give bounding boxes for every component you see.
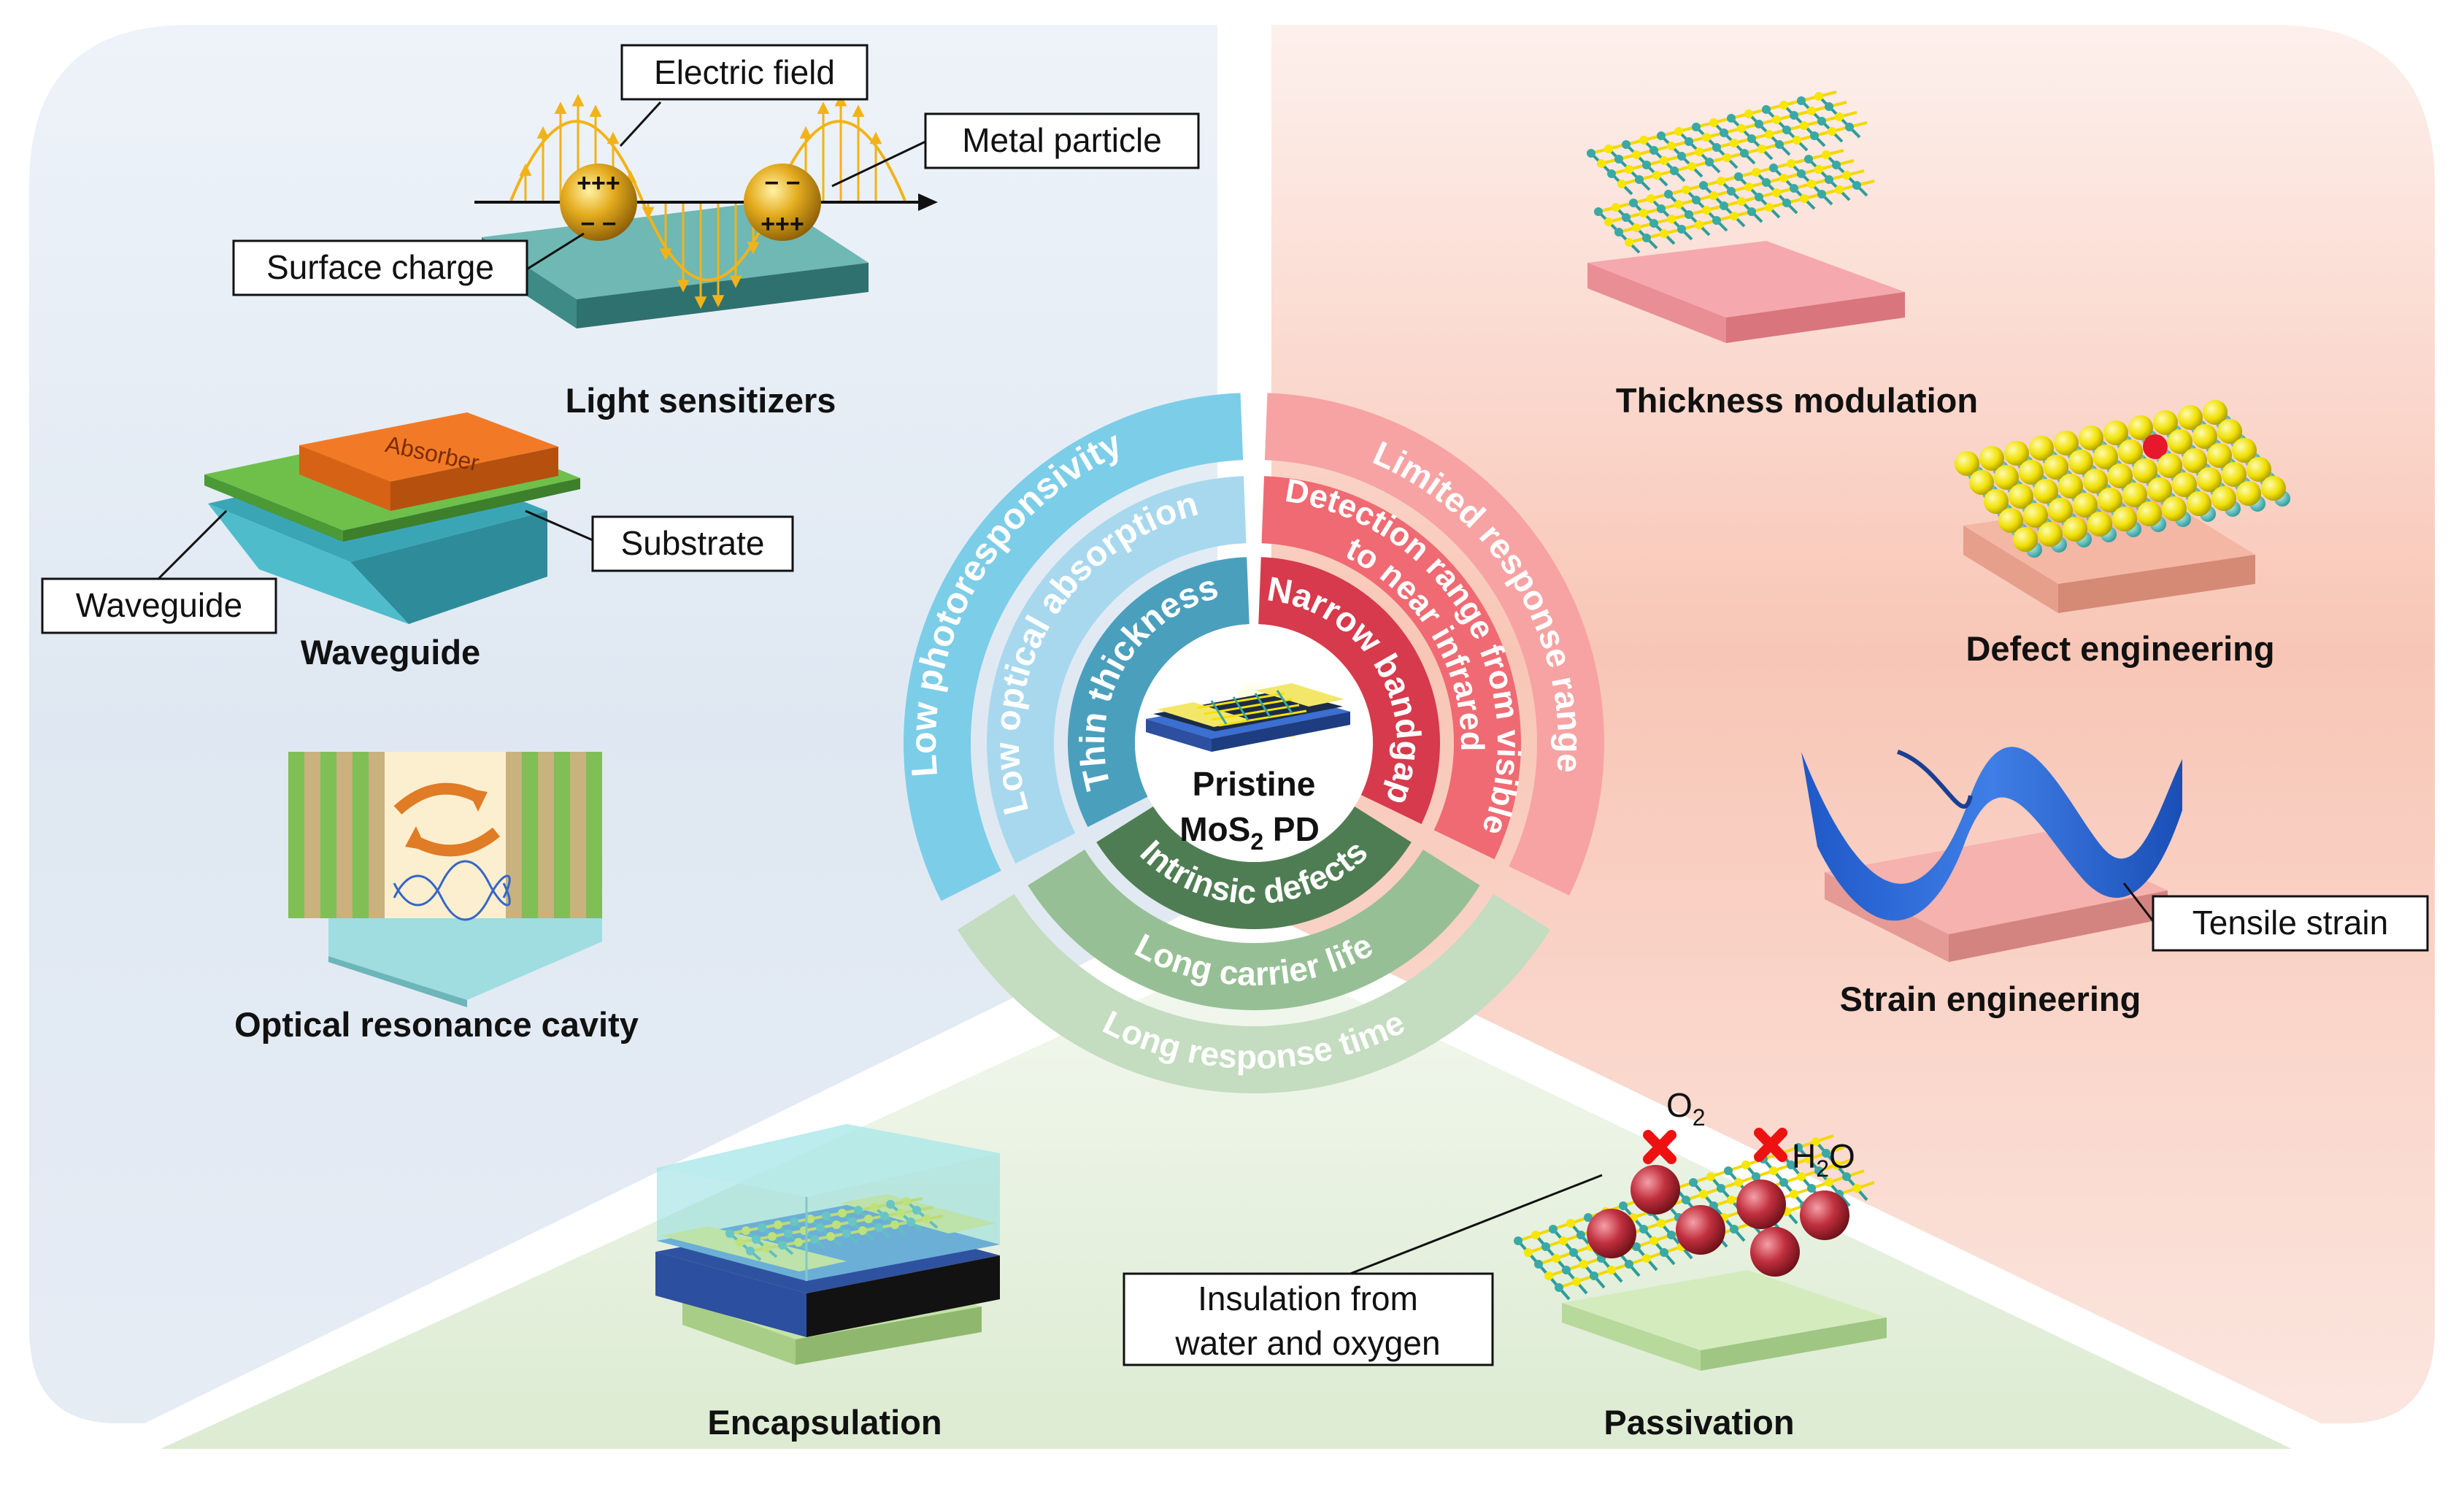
passivation-illustration: O2 H2O Insulation from water and oxygen … — [1123, 1086, 1887, 1442]
blue-inner-ring — [1068, 557, 1250, 827]
strain-engineering-caption: Strain engineering — [1840, 980, 2141, 1018]
center-wheel: Low photoresponsivity Low optical absorp… — [903, 393, 1604, 1093]
defect-engineering-illustration: Defect engineering — [1955, 400, 2290, 668]
left-panel — [29, 25, 1217, 1423]
thickness-modulation-caption: Thickness modulation — [1616, 381, 1978, 420]
blue-middle-ring — [987, 476, 1247, 864]
o2-label: O2 — [1666, 1086, 1706, 1131]
red-inner-ring — [1258, 557, 1440, 824]
strain-engineering-illustration: Tensile strain Strain engineering — [1801, 747, 2429, 1018]
waveguide-illustration: Absorber Substrate Waveguide Waveguide — [41, 412, 794, 672]
passivation-molecules — [1587, 1165, 1849, 1277]
pristine-device-icon — [1146, 682, 1350, 752]
surface-charge-callout: Surface charge — [232, 239, 528, 296]
svg-text:Insulation from: Insulation from — [1198, 1280, 1418, 1317]
metal-particle-callout: Metal particle — [924, 112, 1200, 169]
blocked-x-icon — [1643, 1128, 1787, 1164]
electric-field-callout: Electric field — [620, 44, 869, 101]
mos2-layer-stack — [1587, 91, 1875, 254]
svg-text:Metal particle: Metal particle — [962, 121, 1162, 159]
center-label-line1: Pristine — [1193, 765, 1316, 803]
thickness-modulation-illustration: Thickness modulation — [1587, 91, 1978, 420]
svg-text:Tensile strain: Tensile strain — [2192, 904, 2388, 942]
svg-text:Electric field: Electric field — [654, 53, 835, 91]
svg-text:+++: +++ — [577, 169, 620, 197]
defect-lattice — [1955, 400, 2290, 558]
electric-field-wave — [509, 120, 906, 282]
optical-resonance-cavity-illustration: Optical resonance cavity — [234, 752, 639, 1044]
metal-particle-1 — [560, 163, 637, 241]
green-outer-ring — [957, 893, 1551, 1093]
svg-text:water and oxygen: water and oxygen — [1174, 1324, 1440, 1362]
green-inner-ring — [1096, 806, 1412, 930]
green-middle-ring — [1028, 850, 1480, 1010]
light-sensitizers-illustration: +++ − − − − +++ Electric field Metal par… — [232, 44, 1200, 420]
tensile-strain-callout: Tensile strain — [2152, 895, 2429, 952]
svg-text:Surface charge: Surface charge — [266, 248, 494, 286]
blue-outer-ring — [903, 393, 1244, 901]
insulation-callout: Insulation from water and oxygen — [1123, 1272, 1494, 1366]
red-middle-ring — [1261, 476, 1521, 860]
field-arrows — [519, 93, 882, 309]
svg-text:+++: +++ — [761, 210, 804, 238]
defect-engineering-caption: Defect engineering — [1966, 629, 2274, 668]
h2o-label: H2O — [1792, 1137, 1855, 1182]
arrow-head — [918, 193, 938, 211]
center-label-line2: MoS2 PD — [1179, 810, 1320, 855]
waveguide-callout: Waveguide — [41, 577, 277, 634]
svg-text:Waveguide: Waveguide — [76, 586, 242, 624]
red-outer-ring — [1264, 393, 1604, 896]
bragg-mirror-stripes — [288, 752, 602, 918]
optical-resonance-caption: Optical resonance cavity — [234, 1005, 639, 1044]
svg-text:− −: − − — [764, 169, 800, 197]
svg-text:Substrate: Substrate — [621, 524, 765, 562]
encapsulation-illustration: Encapsulation — [655, 1124, 1000, 1442]
encapsulation-caption: Encapsulation — [707, 1403, 942, 1442]
passivation-caption: Passivation — [1603, 1403, 1794, 1442]
waveguide-caption: Waveguide — [301, 633, 480, 672]
right-panel — [1271, 25, 2435, 1423]
substrate-callout: Substrate — [591, 515, 794, 572]
strained-sheet — [1801, 747, 2182, 921]
svg-text:− −: − − — [580, 210, 616, 238]
metal-particle-2 — [744, 163, 821, 241]
light-sensitizers-caption: Light sensitizers — [566, 381, 836, 420]
